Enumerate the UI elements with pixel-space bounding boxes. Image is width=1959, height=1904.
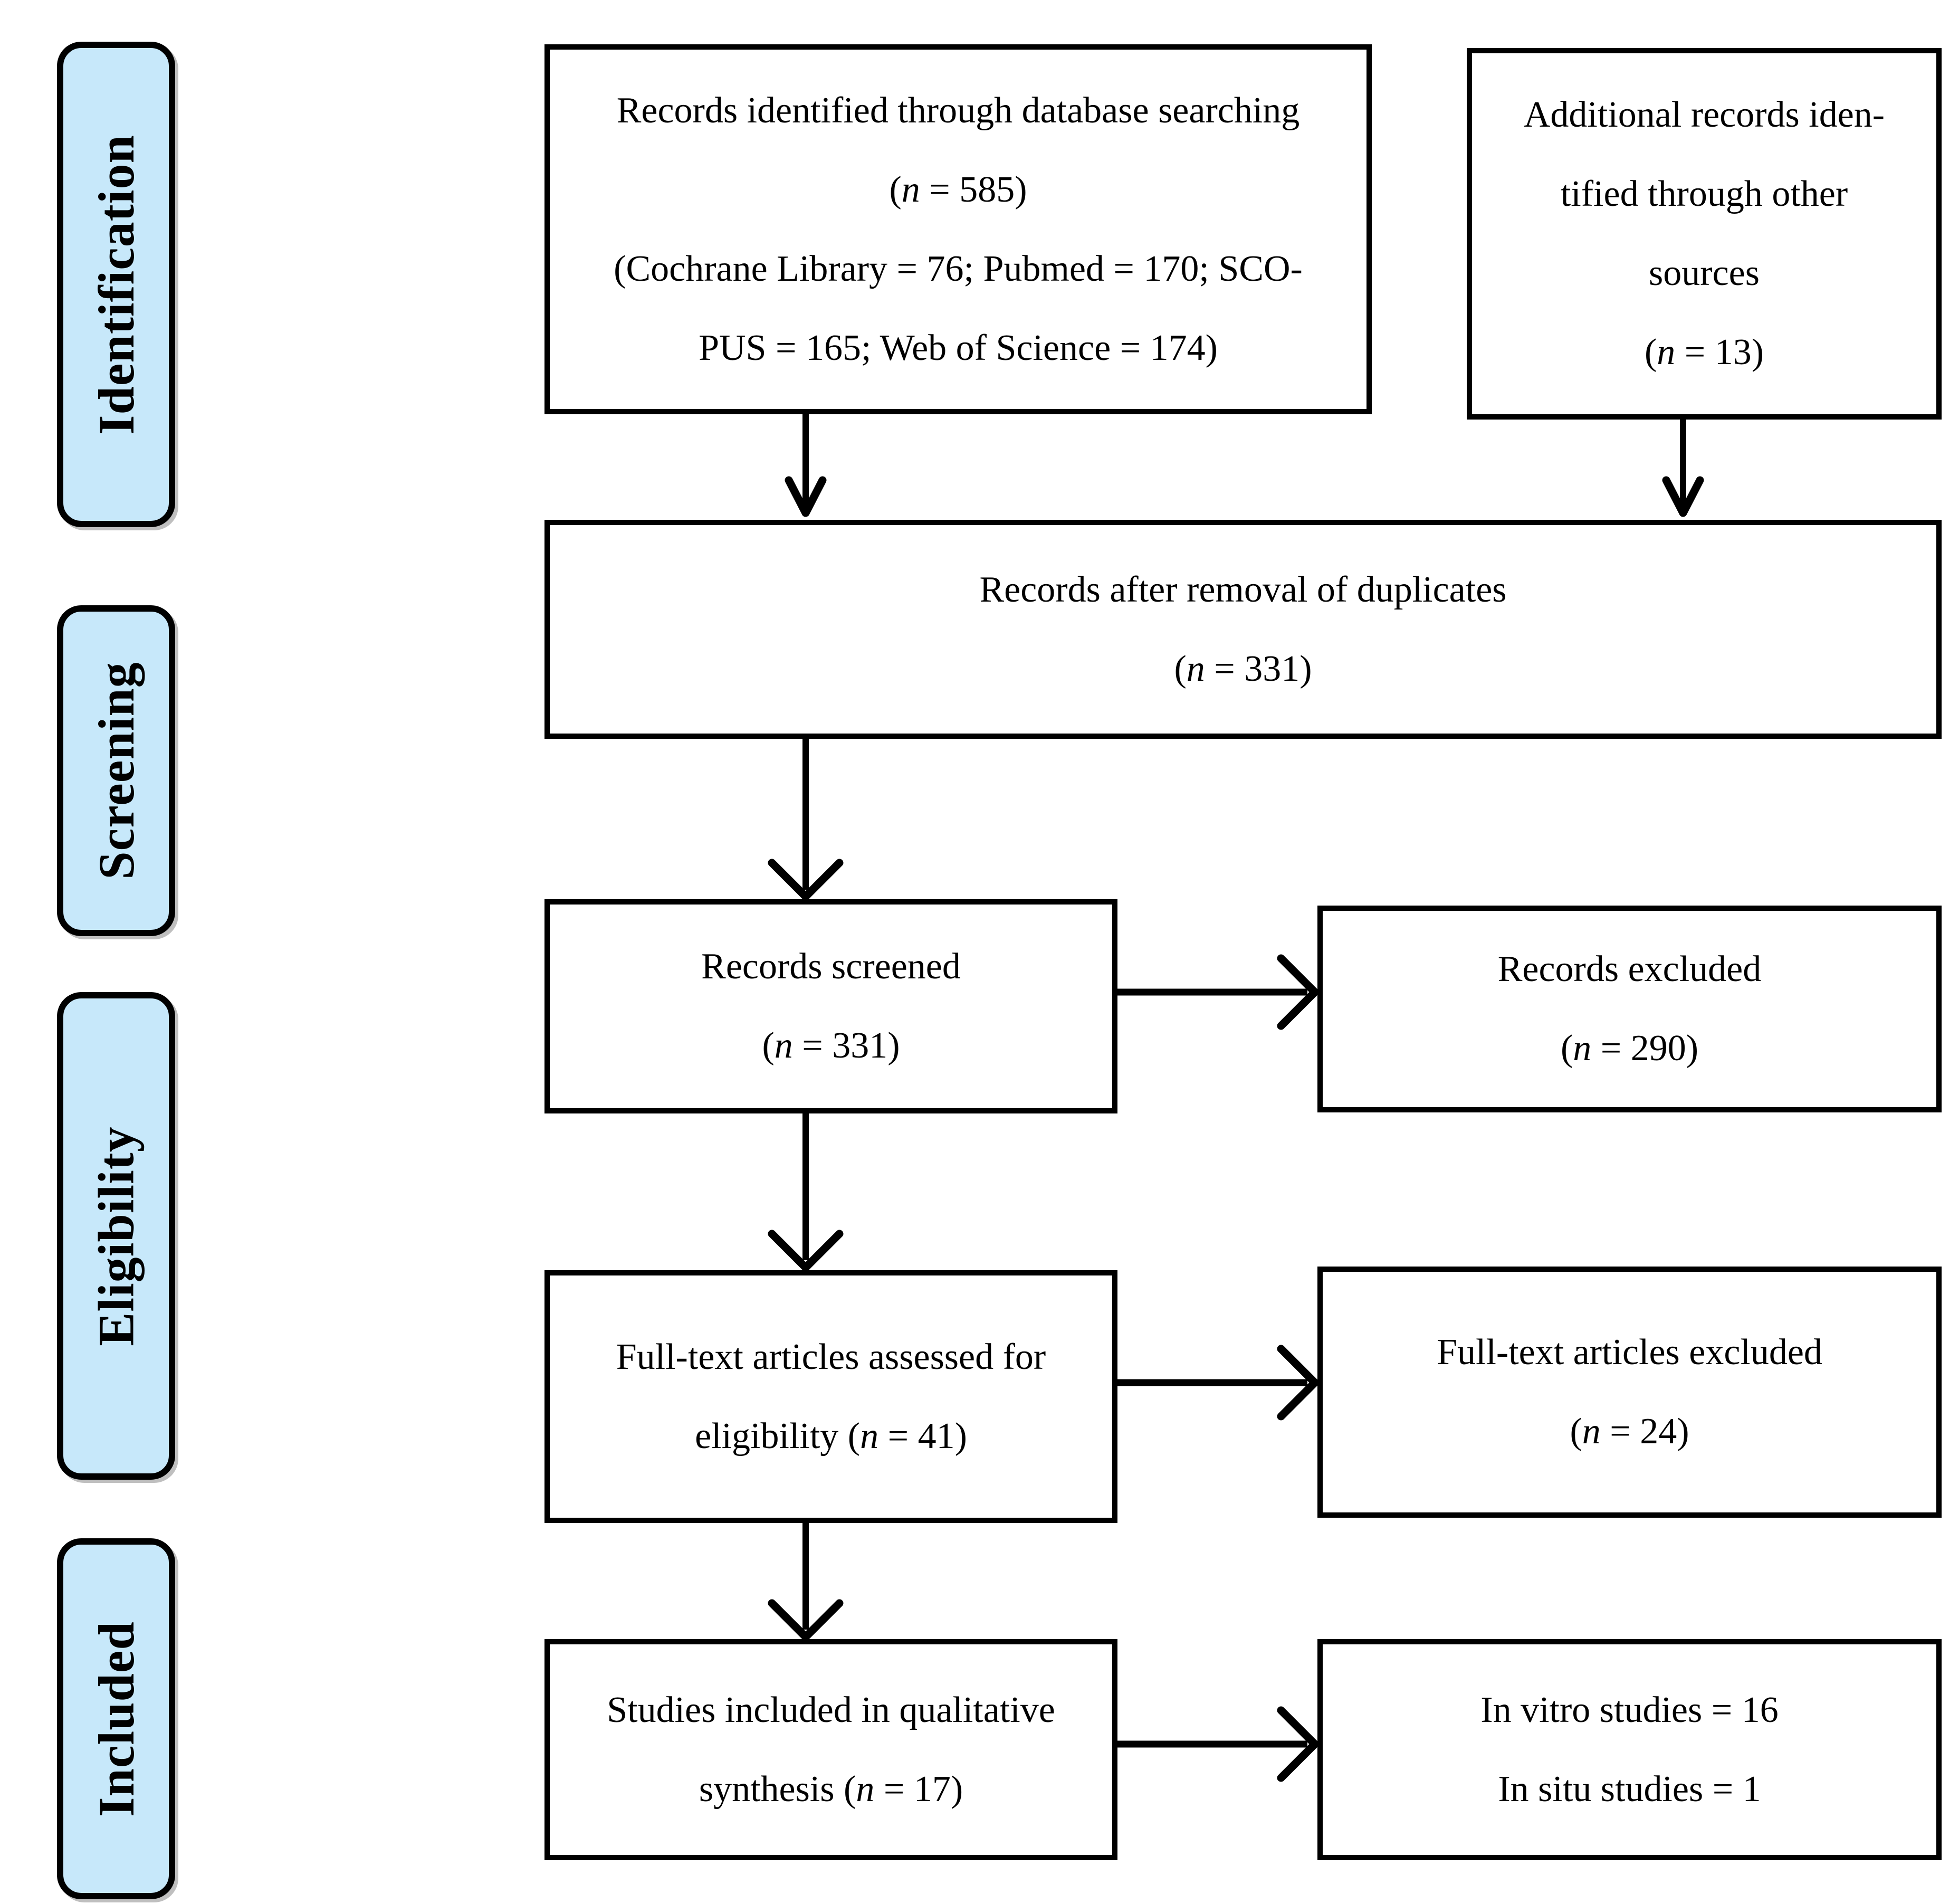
arrowhead-duplicates-to-screened [768, 859, 844, 901]
arrowhead-screened-to-fulltext [768, 1230, 844, 1272]
stage-eligibility: Eligibility [57, 992, 175, 1480]
stage-identification-label: Identification [88, 134, 145, 435]
arrowhead-additional-to-duplicates [1662, 476, 1704, 517]
box-fulltext-excluded: Full-text articles excluded(n = 24) [1317, 1267, 1942, 1518]
stage-identification: Identification [57, 42, 175, 527]
stage-included-label: Included [88, 1621, 145, 1817]
box-records-excluded-text: Records excluded(n = 290) [1497, 949, 1762, 1069]
box-records-screened: Records screened(n = 331) [544, 899, 1117, 1113]
box-after-duplicates: Records after removal of duplicates(n = … [544, 520, 1942, 739]
box-records-excluded: Records excluded(n = 290) [1317, 906, 1942, 1112]
box-fulltext-excluded-text: Full-text articles excluded(n = 24) [1437, 1332, 1822, 1452]
stage-included: Included [57, 1538, 175, 1899]
box-additional-records-text: Additional records iden-tified through o… [1523, 94, 1885, 373]
stage-eligibility-label: Eligibility [88, 1126, 145, 1346]
stage-screening: Screening [57, 605, 175, 936]
stage-screening-label: Screening [88, 662, 145, 880]
box-after-duplicates-text: Records after removal of duplicates(n = … [979, 569, 1507, 689]
box-records-screened-text: Records screened(n = 331) [701, 946, 961, 1066]
box-records-identified-text: Records identified through database sear… [614, 90, 1303, 368]
arrowhead-fulltext-to-excluded [1277, 1345, 1319, 1421]
arrowhead-fulltext-to-synthesis [768, 1599, 844, 1641]
arrowhead-identified-to-duplicates [785, 476, 827, 517]
arrowhead-synthesis-to-breakdown [1277, 1706, 1319, 1782]
arrowhead-screened-to-excluded [1277, 954, 1319, 1030]
box-records-identified: Records identified through database sear… [544, 44, 1372, 414]
box-additional-records: Additional records iden-tified through o… [1467, 48, 1942, 420]
